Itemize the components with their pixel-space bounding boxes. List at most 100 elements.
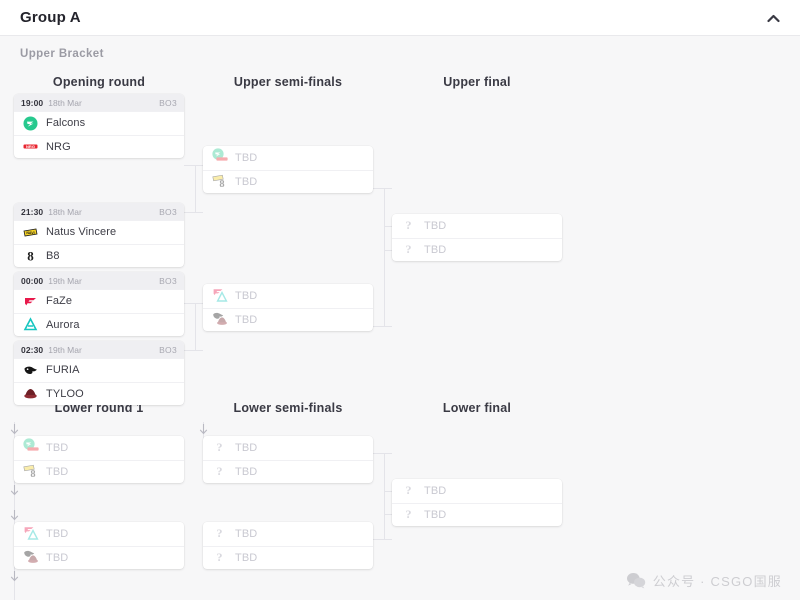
match-date: 18th Mar (48, 206, 82, 217)
team-row[interactable]: ? TBD (392, 214, 562, 238)
team-name: TBD (424, 243, 447, 256)
connector (195, 165, 196, 213)
match-card[interactable]: 02:30 19th Mar BO3 FURIA TYLOO (14, 341, 184, 405)
match-time: 02:30 (21, 344, 44, 355)
team-name: TYLOO (46, 387, 84, 400)
question-icon: ? (216, 526, 223, 541)
connector (184, 303, 203, 304)
match-format: BO3 (159, 206, 177, 217)
watermark: 公众号 · CSGO国服 (626, 571, 782, 590)
match-time: 21:30 (21, 206, 44, 217)
match-card[interactable]: 19:00 18th Mar BO3 Falcons NRG NRG (14, 94, 184, 158)
connector (384, 514, 392, 515)
team-row[interactable]: 8 TBD (203, 169, 373, 194)
falcons-nrg-stack (23, 438, 39, 455)
connector (184, 212, 203, 213)
connector (195, 303, 196, 351)
team-name: FaZe (46, 295, 73, 308)
team-row[interactable]: ? TBD (203, 459, 373, 484)
team-row[interactable]: TBD (203, 146, 373, 170)
furia-logo (23, 363, 38, 378)
upper-bracket-label: Upper Bracket (20, 48, 104, 60)
feed-arrow-icon (10, 508, 19, 521)
team-row[interactable]: TYLOO (14, 381, 184, 406)
match-meta: 02:30 19th Mar BO3 (14, 341, 184, 358)
faze-logo (23, 294, 38, 309)
svg-text:NRG: NRG (26, 144, 35, 149)
match-card[interactable]: TBD 8 TBD (14, 436, 184, 483)
connector (184, 165, 203, 166)
match-card[interactable]: 00:00 19th Mar BO3 FaZe Aurora (14, 272, 184, 336)
collapse-group-button[interactable] (762, 8, 784, 28)
connector (373, 453, 392, 454)
connector (384, 188, 385, 327)
team-name: Natus Vincere (46, 226, 117, 239)
connector (384, 491, 392, 492)
match-meta: 21:30 18th Mar BO3 (14, 203, 184, 220)
team-name: TBD (424, 508, 447, 521)
team-row[interactable]: ? TBD (203, 545, 373, 570)
match-meta: 19:00 18th Mar BO3 (14, 94, 184, 111)
feed-arrow-icon (10, 569, 19, 582)
match-format: BO3 (159, 97, 177, 108)
team-row[interactable]: TBD (203, 307, 373, 332)
match-card[interactable]: ? TBD ? TBD (203, 522, 373, 569)
match-card[interactable]: ? TBD ? TBD (392, 479, 562, 526)
team-row[interactable]: Falcons (14, 111, 184, 135)
team-row[interactable]: TBD (203, 284, 373, 308)
question-icon: ? (405, 242, 412, 257)
navi-b8-stack: 8 (23, 464, 38, 479)
bracket-canvas: Upper Bracket Lower Bracket Opening roun… (0, 36, 800, 600)
connector (373, 188, 392, 189)
furia-tyloo-stack (23, 550, 38, 565)
team-row[interactable]: ? TBD (392, 479, 562, 503)
aurora-logo (23, 317, 38, 332)
match-card[interactable]: TBD TBD (14, 522, 184, 569)
connector (384, 226, 392, 227)
faze-aurora-stack (23, 526, 39, 541)
team-name: TBD (235, 175, 258, 188)
question-icon: ? (216, 550, 223, 565)
match-meta: 00:00 19th Mar BO3 (14, 272, 184, 289)
team-row[interactable]: TBD (14, 545, 184, 570)
feed-arrow-icon (10, 422, 19, 435)
team-name: TBD (235, 441, 258, 454)
match-card[interactable]: TBD 8 TBD (203, 146, 373, 193)
team-row[interactable]: NRG NRG (14, 134, 184, 159)
svg-text:8: 8 (219, 179, 224, 189)
team-row[interactable]: FaZe (14, 289, 184, 313)
match-card[interactable]: ? TBD ? TBD (203, 436, 373, 483)
team-row[interactable]: NAVI Natus Vincere (14, 220, 184, 244)
team-name: TBD (46, 527, 69, 540)
match-time: 19:00 (21, 97, 44, 108)
match-time: 00:00 (21, 275, 44, 286)
team-name: TBD (424, 219, 447, 232)
group-header: Group A (0, 0, 800, 36)
team-row[interactable]: 8 TBD (14, 459, 184, 484)
team-name: TBD (235, 465, 258, 478)
match-card[interactable]: TBD TBD (203, 284, 373, 331)
team-row[interactable]: ? TBD (203, 522, 373, 546)
match-card[interactable]: ? TBD ? TBD (392, 214, 562, 261)
team-row[interactable]: ? TBD (203, 436, 373, 460)
team-name: Falcons (46, 117, 86, 130)
team-name: TBD (235, 151, 258, 164)
team-name: TBD (424, 484, 447, 497)
team-row[interactable]: TBD (14, 522, 184, 546)
question-icon: ? (405, 507, 412, 522)
team-name: TBD (235, 289, 258, 302)
team-row[interactable]: ? TBD (392, 502, 562, 527)
team-row[interactable]: TBD (14, 436, 184, 460)
connector (373, 539, 392, 540)
chevron-up-icon (766, 14, 780, 22)
page-title: Group A (20, 9, 81, 26)
navi-logo: NAVI (23, 225, 38, 240)
match-card[interactable]: 21:30 18th Mar BO3 NAVI Natus Vincere 8 … (14, 203, 184, 267)
team-row[interactable]: ? TBD (392, 237, 562, 262)
team-name: TBD (46, 441, 69, 454)
team-row[interactable]: 8 B8 (14, 243, 184, 268)
team-row[interactable]: FURIA (14, 358, 184, 382)
team-name: TBD (235, 527, 258, 540)
team-row[interactable]: Aurora (14, 312, 184, 337)
round-label-upper-semis: Upper semi-finals (233, 75, 343, 89)
